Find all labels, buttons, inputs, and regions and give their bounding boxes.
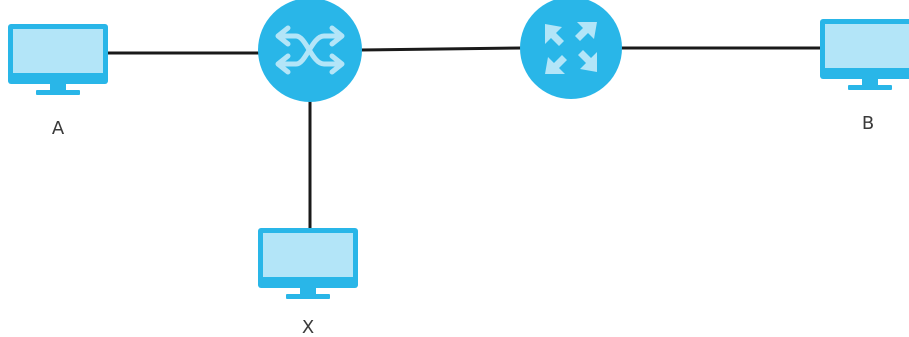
monitor-icon [258,228,358,299]
switch-icon [275,25,345,75]
computer-b-label: B [862,113,874,134]
link-switch-router [359,46,523,52]
router [520,0,622,99]
computer-a: A [8,24,108,139]
router-icon [545,22,597,74]
computer-x-label: X [302,317,314,337]
connections [106,46,822,232]
monitor-icon [820,19,909,90]
computer-a-label: A [52,118,65,139]
switch [258,0,362,102]
monitor-icon [8,24,108,95]
computer-b: B [820,19,909,134]
computer-x: X [258,228,358,337]
